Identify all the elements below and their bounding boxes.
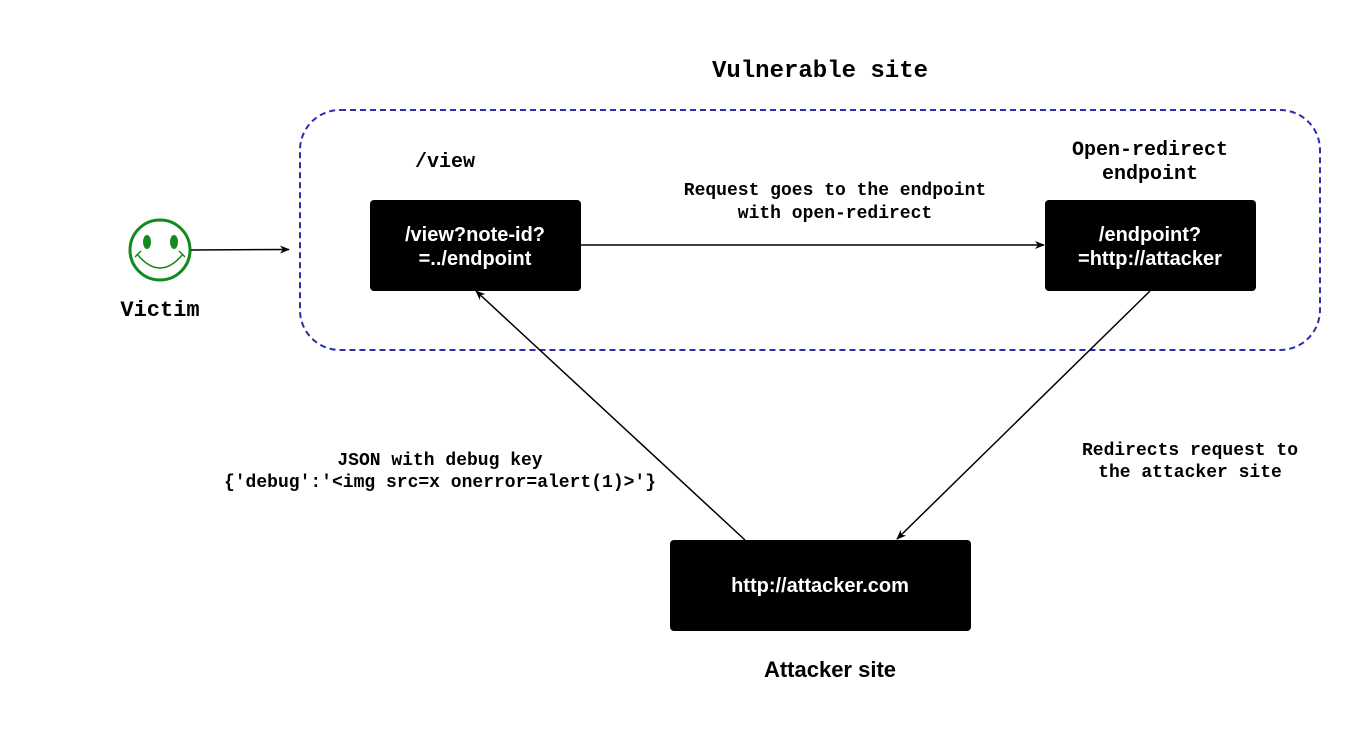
endpoint-node-line2: =http://attacker	[1078, 248, 1222, 270]
redirect-arrow	[896, 290, 1151, 540]
endpoint-node-caption-line2: endpoint	[1102, 163, 1198, 186]
request-edge-label-line1: Request goes to the endpoint	[684, 181, 986, 201]
view-node-line1: /view?note-id?	[405, 224, 545, 246]
attacker-node-label: http://attacker.com	[731, 575, 909, 597]
victim-label: Victim	[120, 298, 199, 323]
request-edge-label-line2: with open-redirect	[738, 204, 932, 224]
victim-arrow	[190, 245, 290, 254]
redirect-edge-label-line1: Redirects request to	[1082, 441, 1298, 461]
endpoint-node	[1045, 200, 1256, 291]
view-node	[370, 200, 581, 291]
endpoint-node-caption-line1: Open-redirect	[1072, 139, 1228, 162]
redirect-edge-label-line2: the attacker site	[1098, 463, 1282, 483]
json-arrow	[475, 290, 746, 541]
diagram-title: Vulnerable site	[712, 58, 928, 85]
attacker-node-caption: Attacker site	[764, 657, 896, 682]
attacker-node	[670, 540, 971, 631]
vulnerable-site-zone	[299, 109, 1321, 351]
view-node-caption: /view	[415, 151, 475, 174]
json-edge-label-line2: {'debug':'<img src=x onerror=alert(1)>'}	[224, 473, 656, 493]
json-edge-label-line1: JSON with debug key	[337, 451, 542, 471]
endpoint-node-line1: /endpoint?	[1099, 224, 1201, 246]
view-node-line2: =../endpoint	[419, 248, 532, 270]
smiley-icon	[128, 218, 192, 282]
